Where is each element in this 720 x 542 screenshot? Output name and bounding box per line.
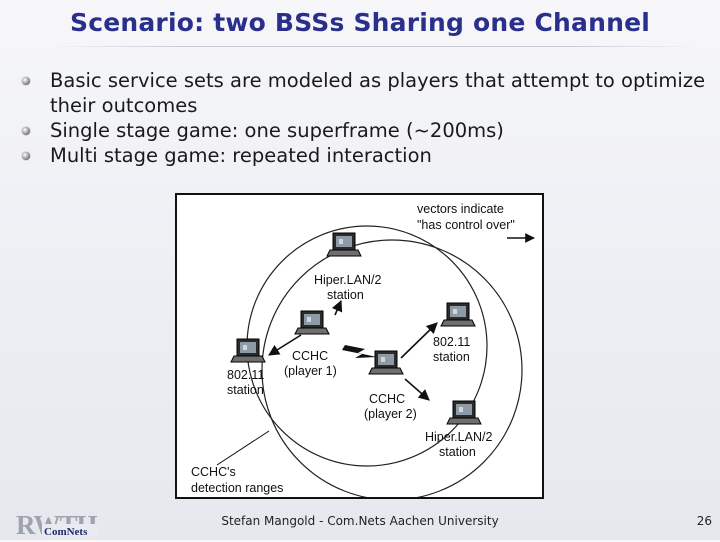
bullet-item: Multi stage game: repeated interaction — [16, 143, 706, 168]
legend-line-2: "has control over" — [417, 218, 515, 232]
station-80211-right-label-line-2: station — [433, 350, 470, 364]
logo-sub-text: ComNets — [44, 526, 88, 538]
page-number: 26 — [696, 514, 712, 528]
bullet-icon — [22, 152, 30, 160]
control-arrow-to-hiperlan-top — [331, 299, 343, 316]
cchc-player-1-laptop-icon — [294, 310, 330, 335]
station-80211-right-label-line-1: 802.11 — [433, 335, 470, 349]
cchc-player-2-label-line-2: (player 2) — [364, 407, 417, 421]
footer-credit: Stefan Mangold - Com.Nets Aachen Univers… — [221, 514, 499, 528]
bullet-text: Multi stage game: repeated interaction — [50, 144, 432, 167]
cchc-player-1-label-line-1: CCHC — [292, 349, 328, 363]
bullet-list: Basic service sets are modeled as player… — [16, 68, 706, 168]
detection-range-label-line-1: CCHC's — [191, 465, 236, 479]
station-80211-left-label-line-1: 802.11 — [227, 368, 264, 382]
cchc-player-2-label-line-1: CCHC — [369, 392, 405, 406]
hiperlan-bottom-label-line-2: station — [439, 445, 476, 459]
interference-lightning-icon — [342, 345, 377, 358]
bullet-icon — [22, 127, 30, 135]
bullet-icon — [22, 77, 30, 85]
control-arrow-to-hiperlan-bottom — [404, 378, 430, 401]
bullet-text: Basic service sets are modeled as player… — [50, 69, 706, 117]
station-80211-right-laptop-icon — [440, 302, 476, 327]
hiperlan-bottom-laptop-icon — [446, 400, 482, 425]
title-divider — [50, 46, 700, 47]
cchc-player-2-laptop-icon — [368, 350, 404, 375]
hiperlan-top-label-line-1: Hiper.LAN/2 — [314, 273, 381, 287]
cchc-player-1-label-line-2: (player 1) — [284, 364, 337, 378]
hiperlan-bottom-label-line-1: Hiper.LAN/2 — [425, 430, 492, 444]
scenario-figure: vectors indicate "has control over" Hipe… — [175, 193, 544, 499]
legend-line-1: vectors indicate — [417, 202, 504, 216]
university-logo: RWTH ComNets — [16, 510, 126, 540]
detection-range-circle-2 — [261, 239, 523, 497]
control-arrow-to-80211-right — [400, 322, 438, 359]
bullet-item: Single stage game: one superframe (~200m… — [16, 118, 706, 143]
slide-title: Scenario: two BSSs Sharing one Channel — [69, 8, 650, 37]
control-arrow-to-80211-left — [268, 334, 302, 356]
hiperlan-top-label-line-2: station — [327, 288, 364, 302]
station-80211-left-label-line-2: station — [227, 383, 264, 397]
station-80211-left-laptop-icon — [230, 338, 266, 363]
bullet-text: Single stage game: one superframe (~200m… — [50, 119, 504, 142]
scenario-diagram: vectors indicate "has control over" Hipe… — [191, 202, 535, 497]
detection-range-pointer — [216, 430, 270, 466]
detection-range-label-line-2: detection ranges — [191, 481, 283, 495]
bullet-item: Basic service sets are modeled as player… — [16, 68, 706, 118]
